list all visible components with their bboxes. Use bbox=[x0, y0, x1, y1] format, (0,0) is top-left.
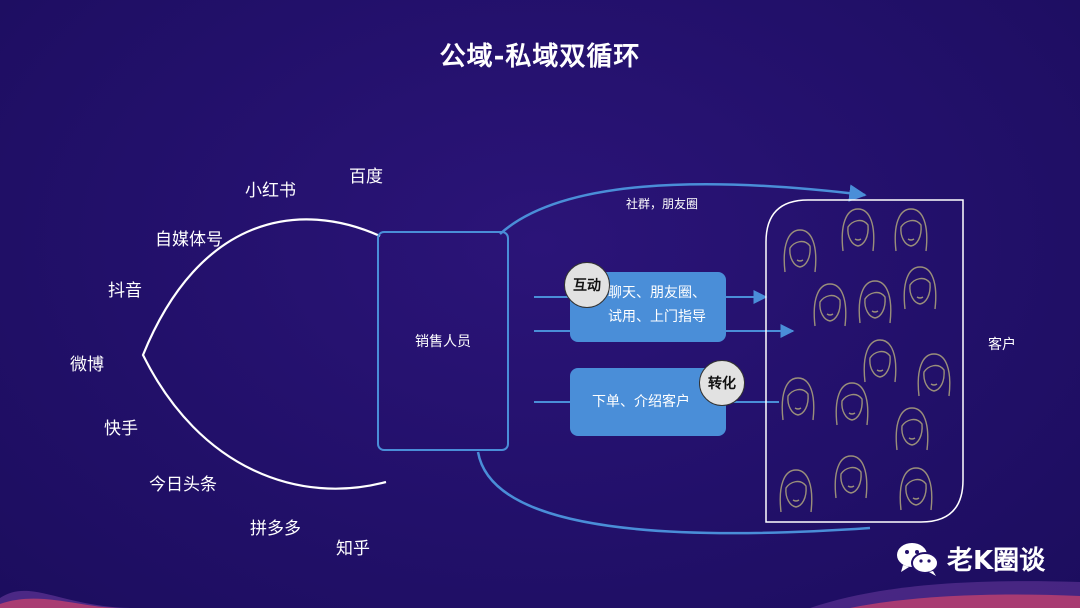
wave-decoration-left bbox=[0, 590, 130, 608]
watermark: 老K圈谈 bbox=[895, 540, 1045, 577]
platform-baidu: 百度 bbox=[349, 167, 383, 187]
platform-xiaohongshu: 小红书 bbox=[245, 181, 296, 201]
conversion-badge: 转化 bbox=[699, 360, 745, 406]
woman-face-icon bbox=[863, 339, 897, 383]
woman-face-icon bbox=[858, 280, 892, 324]
sales-label: 销售人员 bbox=[415, 334, 471, 350]
interaction-box: 聊天、朋友圈、 试用、上门指导 bbox=[570, 272, 726, 342]
woman-face-icon bbox=[895, 407, 929, 451]
platform-toutiao: 今日头条 bbox=[149, 475, 217, 495]
platform-weibo: 微博 bbox=[70, 355, 104, 375]
customer-label: 客户 bbox=[988, 337, 1016, 353]
woman-face-icon bbox=[779, 469, 813, 513]
woman-face-icon bbox=[783, 229, 817, 273]
sales-box bbox=[377, 231, 509, 451]
interaction-badge: 互动 bbox=[564, 262, 610, 308]
watermark-text: 老K圈谈 bbox=[947, 546, 1046, 576]
woman-face-icon bbox=[813, 283, 847, 327]
platform-pinduoduo: 拼多多 bbox=[250, 519, 301, 539]
platform-douyin: 抖音 bbox=[108, 281, 142, 301]
woman-face-icon bbox=[917, 353, 951, 397]
woman-face-icon bbox=[899, 467, 933, 511]
platform-zimeiti: 自媒体号 bbox=[155, 230, 223, 250]
top-flow-arrow bbox=[499, 182, 867, 235]
interaction-line-2: 试用、上门指导 bbox=[608, 309, 706, 325]
woman-face-icon bbox=[903, 266, 937, 310]
woman-face-icon bbox=[841, 208, 875, 252]
interaction-line-1: 聊天、朋友圈、 bbox=[608, 285, 706, 301]
platform-kuaishou: 快手 bbox=[104, 419, 138, 439]
funnel-arc bbox=[141, 218, 387, 490]
bottom-flow-arrow bbox=[476, 451, 871, 535]
woman-face-icon bbox=[835, 382, 869, 426]
customer-faces bbox=[779, 208, 951, 513]
woman-face-icon bbox=[781, 377, 815, 421]
customer-container bbox=[765, 199, 964, 523]
woman-face-icon bbox=[834, 455, 868, 499]
diagram-title: 公域-私域双循环 bbox=[439, 42, 641, 72]
wechat-icon bbox=[897, 542, 939, 576]
woman-face-icon bbox=[894, 208, 928, 252]
wave-decoration-right bbox=[810, 581, 1080, 608]
top-flow-label: 社群，朋友圈 bbox=[626, 197, 699, 211]
platform-zhihu: 知乎 bbox=[336, 539, 370, 559]
conversion-text: 下单、介绍客户 bbox=[592, 394, 690, 410]
